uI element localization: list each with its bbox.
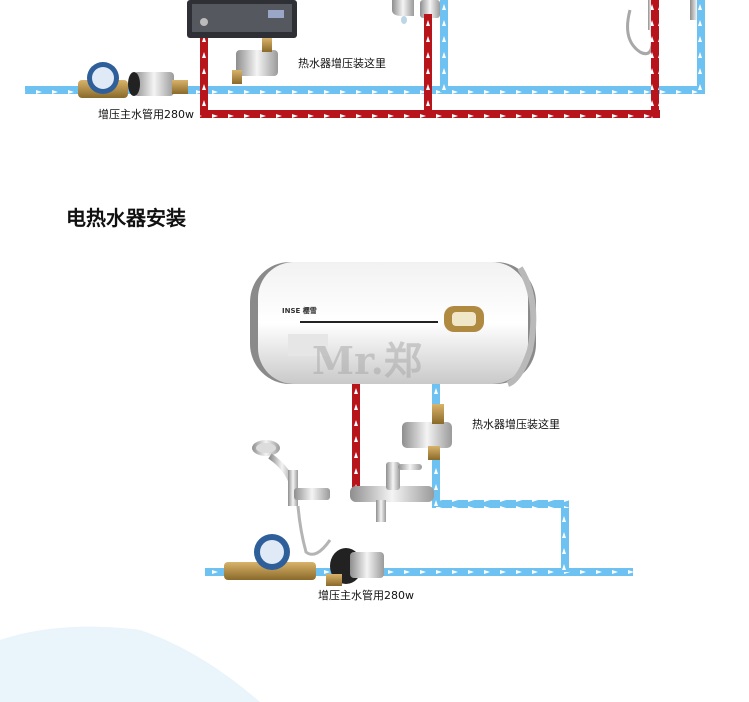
shower-head-icon xyxy=(252,440,332,556)
water-meter-icon xyxy=(78,62,128,98)
watermark: Mr.郑 xyxy=(312,338,422,383)
shower-head-icon xyxy=(626,0,704,56)
booster-pump-icon xyxy=(402,404,452,460)
booster-pump-icon xyxy=(128,72,188,96)
bottom-main-pump-label: 增压主水管用280w xyxy=(318,589,414,602)
heater-brand: INSE 樱雪 xyxy=(282,307,317,315)
top-pump-label: 热水器增压装这里 xyxy=(298,57,386,70)
background-smudge xyxy=(0,626,260,702)
water-heater-icon xyxy=(250,262,537,387)
section-title: 电热水器安装 xyxy=(66,206,186,230)
bottom-system xyxy=(205,262,633,586)
water-meter-icon xyxy=(224,534,316,580)
booster-pump-icon xyxy=(232,38,278,84)
faucet-icon xyxy=(350,462,434,522)
top-main-pump-label: 增压主水管用280w xyxy=(98,108,194,121)
faucet-icon xyxy=(392,0,440,24)
booster-pump-icon xyxy=(326,548,384,586)
bottom-pump-label: 热水器增压装这里 xyxy=(472,418,560,431)
top-system xyxy=(25,0,705,118)
water-heater-icon xyxy=(187,0,297,38)
